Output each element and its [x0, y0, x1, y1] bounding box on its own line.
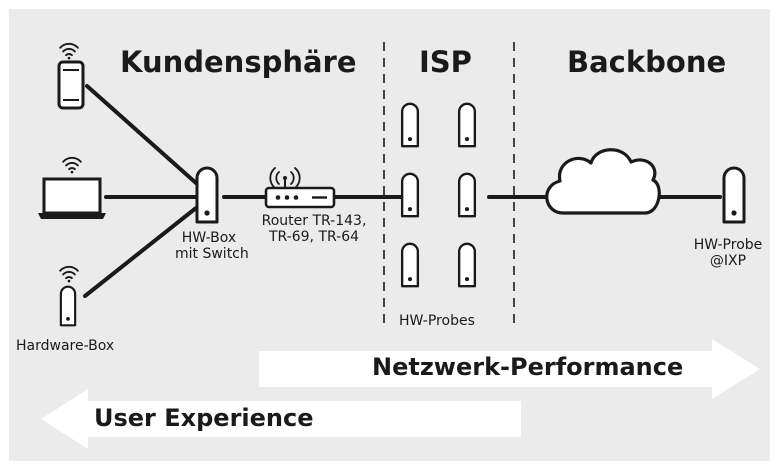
cloud-icon [545, 148, 661, 215]
user-experience-arrow [41, 389, 521, 449]
hardware-box-label: Hardware-Box [16, 338, 115, 354]
hw-probe-icon [457, 102, 477, 148]
hardware-box-icon [59, 285, 77, 327]
hw-probes-label: HW-Probes [399, 313, 475, 329]
user-experience-label: User Experience [94, 404, 314, 432]
hw-probe-icon [457, 172, 477, 218]
section-title-isp: ISP [419, 45, 472, 79]
router-label: Router TR-143, TR-69, TR-64 [258, 213, 370, 245]
hw-probe-icon [400, 242, 420, 288]
hw-probe-ixp-label-line1: HW-Probe [693, 237, 763, 253]
hw-box-switch-icon [195, 166, 219, 224]
network-performance-arrow [259, 339, 760, 399]
router-icon [264, 167, 336, 209]
router-label-line1: Router TR-143, [261, 213, 367, 229]
section-title-backbone: Backbone [567, 45, 727, 79]
link-phone-hwbox [85, 84, 198, 185]
hw-box-label: HW-Box mit Switch [175, 230, 249, 263]
link-hardwarebox-hwbox [83, 206, 198, 298]
hw-probe-ixp-label: HW-Probe @IXP [689, 237, 767, 269]
connection-lines [83, 84, 722, 298]
smartphone-icon [57, 60, 85, 110]
hw-probe-icon [457, 242, 477, 288]
hw-box-label-line2: mit Switch [175, 246, 249, 263]
hw-probe-ixp-label-line2: @IXP [709, 253, 747, 270]
laptop-icon [38, 177, 106, 219]
network-performance-label: Netzwerk-Performance [372, 353, 684, 381]
hw-probe-icon [400, 172, 420, 218]
router-label-line2: TR-69, TR-64 [268, 229, 360, 246]
hw-box-label-line1: HW-Box [181, 230, 237, 246]
hw-probe-icon [400, 102, 420, 148]
hw-probe-ixp-icon [722, 166, 746, 224]
section-title-customer: Kundensphäre [120, 45, 357, 79]
